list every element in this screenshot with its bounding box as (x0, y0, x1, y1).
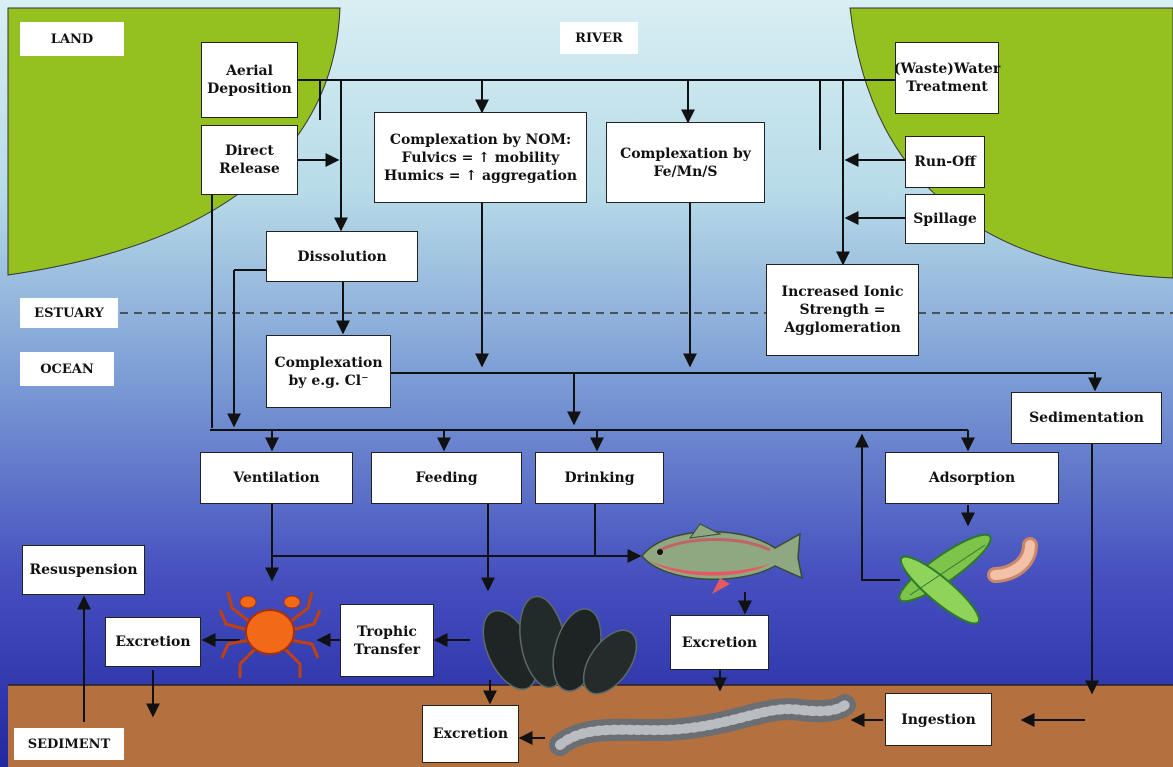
direct-release-box: Direct Release (201, 125, 298, 195)
aerial-deposition-box: Aerial Deposition (201, 42, 298, 118)
estuary-label: ESTUARY (20, 298, 118, 328)
sedimentation-box: Sedimentation (1011, 392, 1162, 444)
crab-icon (218, 591, 322, 678)
bacterium-icon (987, 537, 1038, 583)
worm-icon (549, 694, 856, 756)
mussel-icon (482, 595, 638, 695)
waste-water-treatment-box: (Waste)Water Treatment (894, 42, 1000, 114)
dissolution-box: Dissolution (266, 231, 418, 282)
complexation-cl-box: Complexation by e.g. Cl⁻ (266, 335, 391, 408)
complexation-nom-box: Complexation by NOM: Fulvics = ↑ mobilit… (374, 112, 587, 203)
diatom-icon (898, 533, 992, 625)
complexation-fe-box: Complexation by Fe/Mn/S (606, 122, 765, 203)
ocean-label: OCEAN (20, 352, 114, 386)
excretion-worm-box: Excretion (422, 705, 519, 763)
excretion-crab-box: Excretion (105, 617, 201, 667)
river-label: RIVER (560, 22, 638, 54)
ingestion-box: Ingestion (885, 693, 992, 746)
adsorption-box: Adsorption (885, 452, 1059, 504)
ventilation-box: Ventilation (200, 452, 353, 504)
excretion-fish-box: Excretion (670, 615, 769, 670)
sediment-label: SEDIMENT (14, 728, 124, 760)
flow-arrows (77, 79, 1102, 745)
feeding-box: Feeding (371, 452, 522, 504)
trophic-transfer-box: Trophic Transfer (340, 604, 434, 677)
land-label: LAND (20, 22, 124, 56)
spillage-box: Spillage (905, 194, 985, 244)
ionic-strength-box: Increased Ionic Strength = Agglomeration (766, 264, 919, 356)
fish-icon (641, 523, 804, 594)
resuspension-box: Resuspension (22, 545, 145, 595)
drinking-box: Drinking (535, 452, 664, 504)
run-off-box: Run-Off (905, 136, 985, 188)
